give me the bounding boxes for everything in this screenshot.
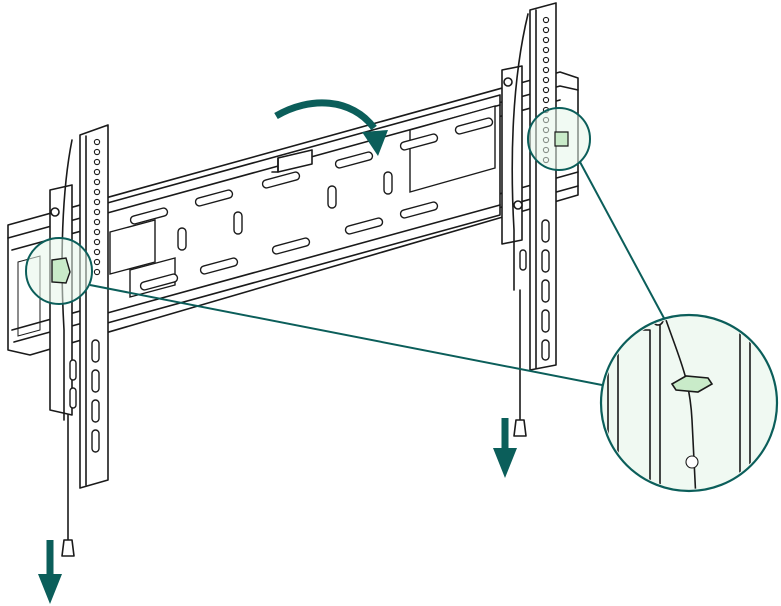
left-arm-holes [93, 138, 101, 276]
right-release-highlight [527, 107, 591, 171]
right-release-tab [554, 131, 569, 147]
plate-slots [129, 117, 494, 291]
pull-down-arrow-icon [493, 418, 517, 478]
left-release-tab [51, 257, 71, 284]
detail-magnifier [599, 313, 779, 493]
pull-down-arrow-icon [38, 540, 62, 604]
magnified-release-tab [670, 375, 714, 393]
callout-leaders [89, 161, 666, 386]
left-release-highlight [25, 237, 93, 305]
curved-tilt-arrow-icon [274, 99, 388, 156]
